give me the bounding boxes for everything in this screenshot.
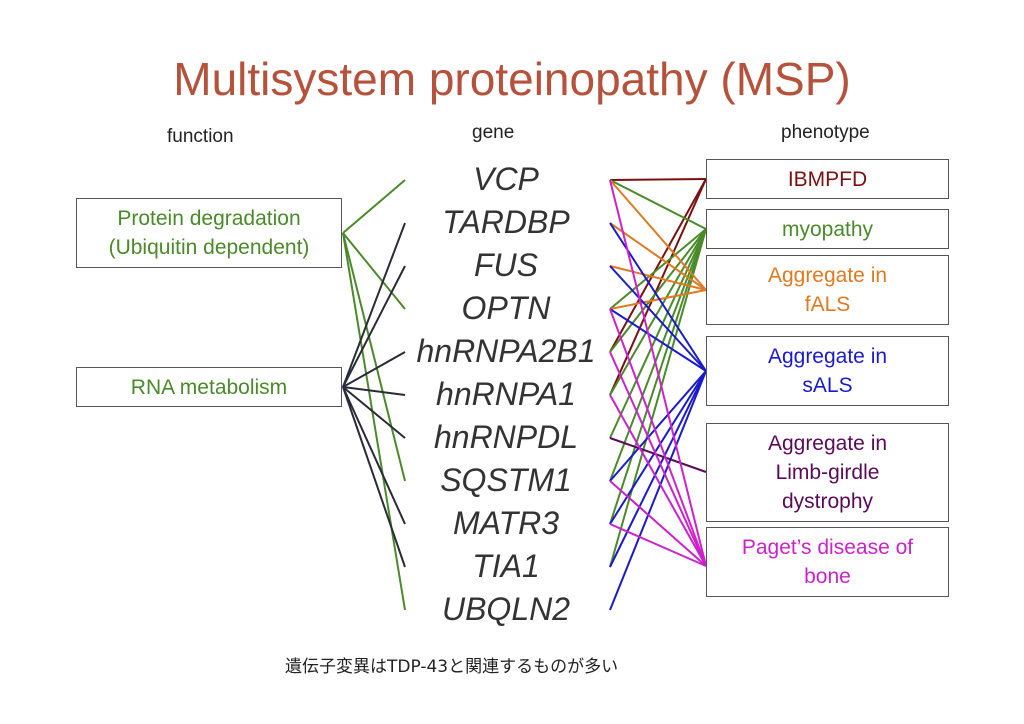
- link-hnrnpa1-ibmpfd: [609, 178, 707, 396]
- link-hnrnpdl-lgd: [609, 437, 707, 473]
- link-tardbp-fals: [609, 222, 707, 291]
- footnote: 遺伝子変異はTDP-43と関連するものが多い: [285, 657, 619, 677]
- link-fus-fals: [609, 265, 707, 291]
- link-sqstm1-paget: [609, 480, 707, 567]
- phenotype-box-line: Paget’s disease of: [741, 536, 914, 559]
- gene-ubqln2: UBQLN2: [441, 591, 571, 627]
- link-optn-fals: [609, 289, 707, 310]
- phenotype-box-line: Aggregate in: [767, 432, 888, 455]
- function-box-rna-metabolism: RNA metabolism: [76, 367, 342, 407]
- link-vcp-fals: [609, 179, 707, 291]
- phenotype-box-line: Limb-girdle: [775, 461, 880, 484]
- link-hnrnpdl-myopathy: [609, 228, 707, 439]
- link-vcp-paget: [609, 179, 707, 567]
- link-vcp-ibmpfd: [609, 178, 707, 181]
- function-box-protein-degradation: Protein degradation (Ubiquitin dependent…: [76, 198, 342, 268]
- gene-fus: FUS: [474, 247, 538, 283]
- gene-tia1: TIA1: [472, 548, 540, 584]
- phenotype-box-line: fALS: [804, 293, 851, 316]
- function-column-header: function: [167, 126, 234, 147]
- link-tia1-sals: [609, 370, 707, 568]
- gene-matr3: MATR3: [452, 505, 560, 541]
- link-rna-hnrnpa1: [342, 386, 406, 396]
- link-rna-fus: [342, 265, 406, 388]
- link-protein-ubqln2: [342, 232, 406, 611]
- link-sqstm1-sals: [609, 370, 707, 482]
- gene-hnrnpdl: hnRNPDL: [433, 419, 579, 455]
- phenotype-box-ibmpfd: IBMPFD: [706, 159, 949, 199]
- link-rna-tia1: [342, 386, 406, 568]
- link-hnrnpa2b1-myopathy: [609, 228, 707, 353]
- gene-sqstm1: SQSTM1: [440, 462, 572, 498]
- phenotype-box-myopathy: myopathy: [706, 209, 949, 249]
- gene-vcp: VCP: [473, 161, 539, 197]
- link-matr3-sals: [609, 370, 707, 525]
- link-hnrnpa2b1-ibmpfd: [609, 178, 707, 353]
- link-optn-myopathy: [609, 228, 707, 310]
- link-protein-optn: [342, 232, 406, 310]
- phenotype-box-line: Aggregate in: [767, 264, 888, 287]
- link-fus-sals: [609, 265, 707, 372]
- function-box-line: RNA metabolism: [130, 375, 288, 399]
- link-rna-hnrnpdl: [342, 386, 406, 439]
- phenotype-box-fals: Aggregate in fALS: [706, 255, 949, 325]
- gene-optn: OPTN: [461, 290, 551, 326]
- link-matr3-paget: [609, 523, 707, 567]
- link-rna-hnrnpa2b1: [342, 351, 406, 388]
- phenotype-box-limb-girdle: Aggregate in Limb-girdle dystrophy: [706, 423, 949, 522]
- link-hnrnpa2b1-paget: [609, 351, 707, 567]
- link-protein-sqstm1: [342, 232, 406, 482]
- phenotype-box-line: sALS: [802, 374, 853, 397]
- function-box-line: Protein degradation: [117, 207, 301, 230]
- link-hnrnpa1-paget: [609, 394, 707, 567]
- gene-hnrnpa1: hnRNPA1: [436, 376, 576, 412]
- phenotype-box-line: bone: [804, 565, 851, 588]
- link-optn-sals: [609, 308, 707, 372]
- phenotype-box-line: dystrophy: [781, 490, 874, 513]
- link-vcp-myopathy: [609, 179, 707, 230]
- gene-column-header: gene: [472, 122, 515, 143]
- link-hnrnpa1-myopathy: [609, 228, 707, 396]
- function-box-line: (Ubiquitin dependent): [108, 236, 310, 259]
- phenotype-box-line: myopathy: [781, 217, 874, 241]
- diagram-title: Multisystem proteinopathy (MSP): [173, 53, 851, 105]
- gene-tardbp: TARDBP: [442, 204, 570, 240]
- link-ubqln2-sals: [609, 370, 707, 611]
- phenotype-box-sals: Aggregate in sALS: [706, 336, 949, 406]
- link-rna-matr3: [342, 386, 406, 525]
- phenotype-box-line: IBMPFD: [787, 167, 868, 191]
- link-protein-vcp: [342, 179, 406, 234]
- phenotype-box-paget: Paget’s disease of bone: [706, 527, 949, 597]
- link-optn-paget: [609, 308, 707, 567]
- phenotype-box-line: Aggregate in: [767, 345, 888, 368]
- phenotype-column-header: phenotype: [781, 122, 870, 143]
- gene-hnrnpa2b1: hnRNPA2B1: [416, 333, 596, 369]
- link-rna-tardbp: [342, 222, 406, 388]
